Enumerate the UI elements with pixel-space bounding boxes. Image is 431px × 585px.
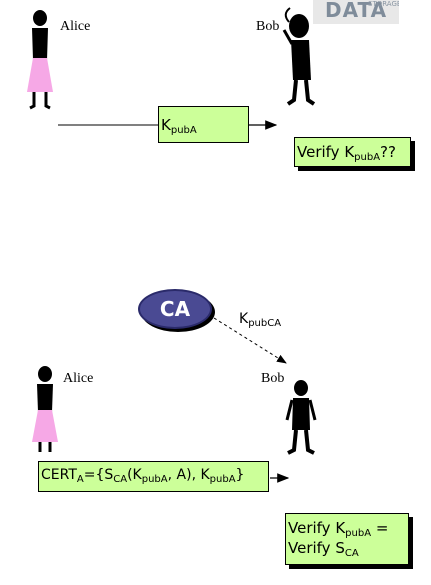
verify-box-top: Verify KpubA?? xyxy=(294,137,411,167)
alice-figure-bottom xyxy=(32,366,58,452)
bob-figure-top xyxy=(282,7,316,106)
message-box-kpuba: KpubA xyxy=(158,106,249,143)
bob-label-bottom: Bob xyxy=(261,371,285,386)
logo-subtext: STORAGE xyxy=(368,0,399,8)
logo-text: DATA xyxy=(325,0,388,22)
ca-node: CA xyxy=(138,289,212,329)
dashed-arrow-ca-to-bob xyxy=(213,317,287,364)
verify-line-1: Verify KpubA = xyxy=(288,519,389,539)
alice-label-top: Alice xyxy=(60,19,91,34)
alice-figure-top xyxy=(27,10,53,110)
data-storage-logo: DATA STORAGE xyxy=(313,0,399,24)
alice-label-bottom: Alice xyxy=(63,371,94,386)
bob-figure-bottom xyxy=(285,380,317,455)
bob-label-top: Bob xyxy=(256,19,280,34)
certificate-box: CERTA={SCA(KpubA, A), KpubA} xyxy=(38,461,269,492)
kpubca-label: KpubCA xyxy=(239,311,282,329)
verify-box-bottom: Verify KpubA = Verify SCA xyxy=(285,513,409,565)
verify-line-2: Verify SCA xyxy=(288,539,359,559)
